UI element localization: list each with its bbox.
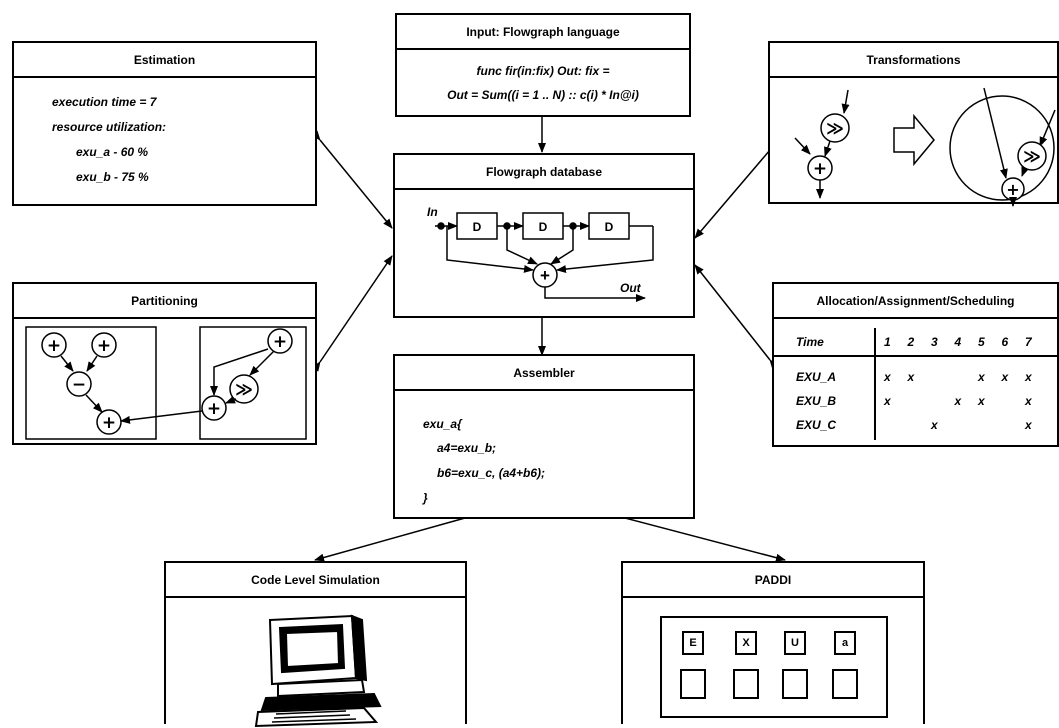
shift-node-icon [820, 113, 850, 143]
time-slot-5: 5 [978, 335, 985, 349]
schedule-mark: x [954, 394, 962, 408]
simulation-panel: Code Level Simulation [164, 561, 467, 728]
shift-node-icon [1017, 141, 1047, 171]
time-slot-1: 1 [884, 335, 891, 349]
arrow-estimation-to-flowgraph [311, 130, 393, 229]
svg-text:+: + [273, 332, 287, 352]
schedule-mark: x [907, 370, 915, 384]
unit-label: EXU_A [796, 370, 837, 384]
input-code-line: func fir(in:fix) Out: fix = [476, 64, 610, 78]
input-code-line: Out = Sum((i = 1 .. N) :: c(i) * In@i) [447, 88, 639, 102]
svg-text:+: + [1006, 180, 1019, 199]
partitioning-panel: Partitioning + + − + + ≫ + [12, 282, 317, 445]
hollow-arrow-icon [893, 113, 935, 167]
svg-text:+: + [813, 159, 827, 179]
partitioning-title: Partitioning [14, 284, 315, 319]
unit-label: EXU_C [796, 418, 837, 432]
table-divider [874, 328, 876, 440]
paddi-title: PADDI [623, 563, 923, 598]
paddi-panel: PADDI E X U a [621, 561, 925, 724]
schedule-mark: x [884, 394, 891, 408]
input-title: Input: Flowgraph language [397, 15, 689, 50]
svg-text:≫: ≫ [1023, 147, 1041, 167]
estimation-line: exu_a - 60 % [76, 145, 149, 159]
paddi-exu-cell [782, 669, 808, 699]
time-slot-4: 4 [954, 335, 962, 349]
schedule-mark: x [931, 418, 938, 432]
assembler-line: exu_a{ [423, 417, 462, 431]
arrow-allocation-to-flowgraph [694, 264, 779, 370]
transformation-graph: ≫ + ≫ + [794, 87, 1056, 207]
estimation-line: resource utilization: [52, 120, 167, 134]
paddi-exu-cell [832, 669, 858, 699]
svg-text:+: + [102, 413, 116, 433]
svg-text:+: + [207, 399, 221, 419]
unit-label: EXU_B [796, 394, 837, 408]
schedule-mark: x [978, 370, 985, 384]
estimation-line: exu_b - 75 % [76, 170, 149, 184]
arrow-assembler-to-simulation [314, 517, 466, 562]
arrow-assembler-to-paddi [624, 517, 786, 562]
allocation-title: Allocation/Assignment/Scheduling [774, 284, 1057, 319]
svg-text:−: − [72, 375, 86, 395]
assembler-line: b6=exu_c, (a4+b6); [437, 466, 546, 480]
schedule-mark: x [1001, 370, 1009, 384]
computer-icon [254, 614, 382, 728]
assembler-title: Assembler [395, 356, 693, 391]
paddi-label: a [834, 631, 856, 655]
time-slot-3: 3 [931, 335, 938, 349]
partition-graph: + + − + + ≫ + [25, 326, 307, 440]
time-slot-6: 6 [1001, 335, 1009, 349]
simulation-title: Code Level Simulation [166, 563, 465, 598]
paddi-exu-cell [680, 669, 706, 699]
schedule-mark: x [1025, 370, 1032, 384]
schedule-mark: x [1025, 418, 1032, 432]
svg-text:+: + [97, 336, 111, 356]
assembler-line: a4=exu_b; [437, 441, 497, 455]
assembler-line: } [423, 491, 428, 505]
paddi-chip [660, 616, 888, 718]
flowgraph-panel: Flowgraph database In D D [393, 153, 695, 318]
svg-text:D: D [539, 220, 548, 234]
transformations-title: Transformations [770, 43, 1057, 78]
paddi-exu-cell [733, 669, 759, 699]
time-slot-7: 7 [1025, 335, 1032, 349]
paddi-label: X [735, 631, 757, 655]
svg-text:+: + [540, 266, 550, 285]
paddi-label: U [784, 631, 806, 655]
schedule-mark: x [884, 370, 891, 384]
svg-text:≫: ≫ [235, 380, 253, 400]
flowgraph-title: Flowgraph database [395, 155, 693, 190]
assembler-panel: Assembler exu_a{ a4=exu_b; b6=exu_c, (a4… [393, 354, 695, 519]
arrow-transformations-to-flowgraph [694, 140, 779, 239]
paddi-label: E [682, 631, 704, 655]
input-panel: Input: Flowgraph language func fir(in:fi… [395, 13, 691, 117]
arrow-partitioning-to-flowgraph [311, 255, 393, 372]
svg-text:D: D [473, 220, 482, 234]
estimation-title: Estimation [14, 43, 315, 78]
estimation-line: execution time = 7 [52, 95, 157, 109]
allocation-panel: Allocation/Assignment/Scheduling Time 1 2… [772, 282, 1059, 447]
time-slot-2: 2 [907, 335, 915, 349]
shift-node-icon [229, 374, 259, 404]
schedule-mark: x [1025, 394, 1032, 408]
estimation-panel: Estimation execution time = 7 resource u… [12, 41, 317, 206]
fir-flowgraph: In D D D + Out [427, 205, 654, 302]
svg-text:+: + [47, 336, 61, 356]
time-label: Time [796, 335, 824, 349]
transformations-panel: Transformations ≫ + ≫ + [768, 41, 1059, 207]
svg-text:Out: Out [620, 281, 642, 295]
schedule-mark: x [978, 394, 985, 408]
svg-text:≫: ≫ [826, 119, 844, 139]
table-header-rule [774, 355, 1057, 357]
svg-text:D: D [605, 220, 614, 234]
svg-text:In: In [427, 205, 438, 219]
